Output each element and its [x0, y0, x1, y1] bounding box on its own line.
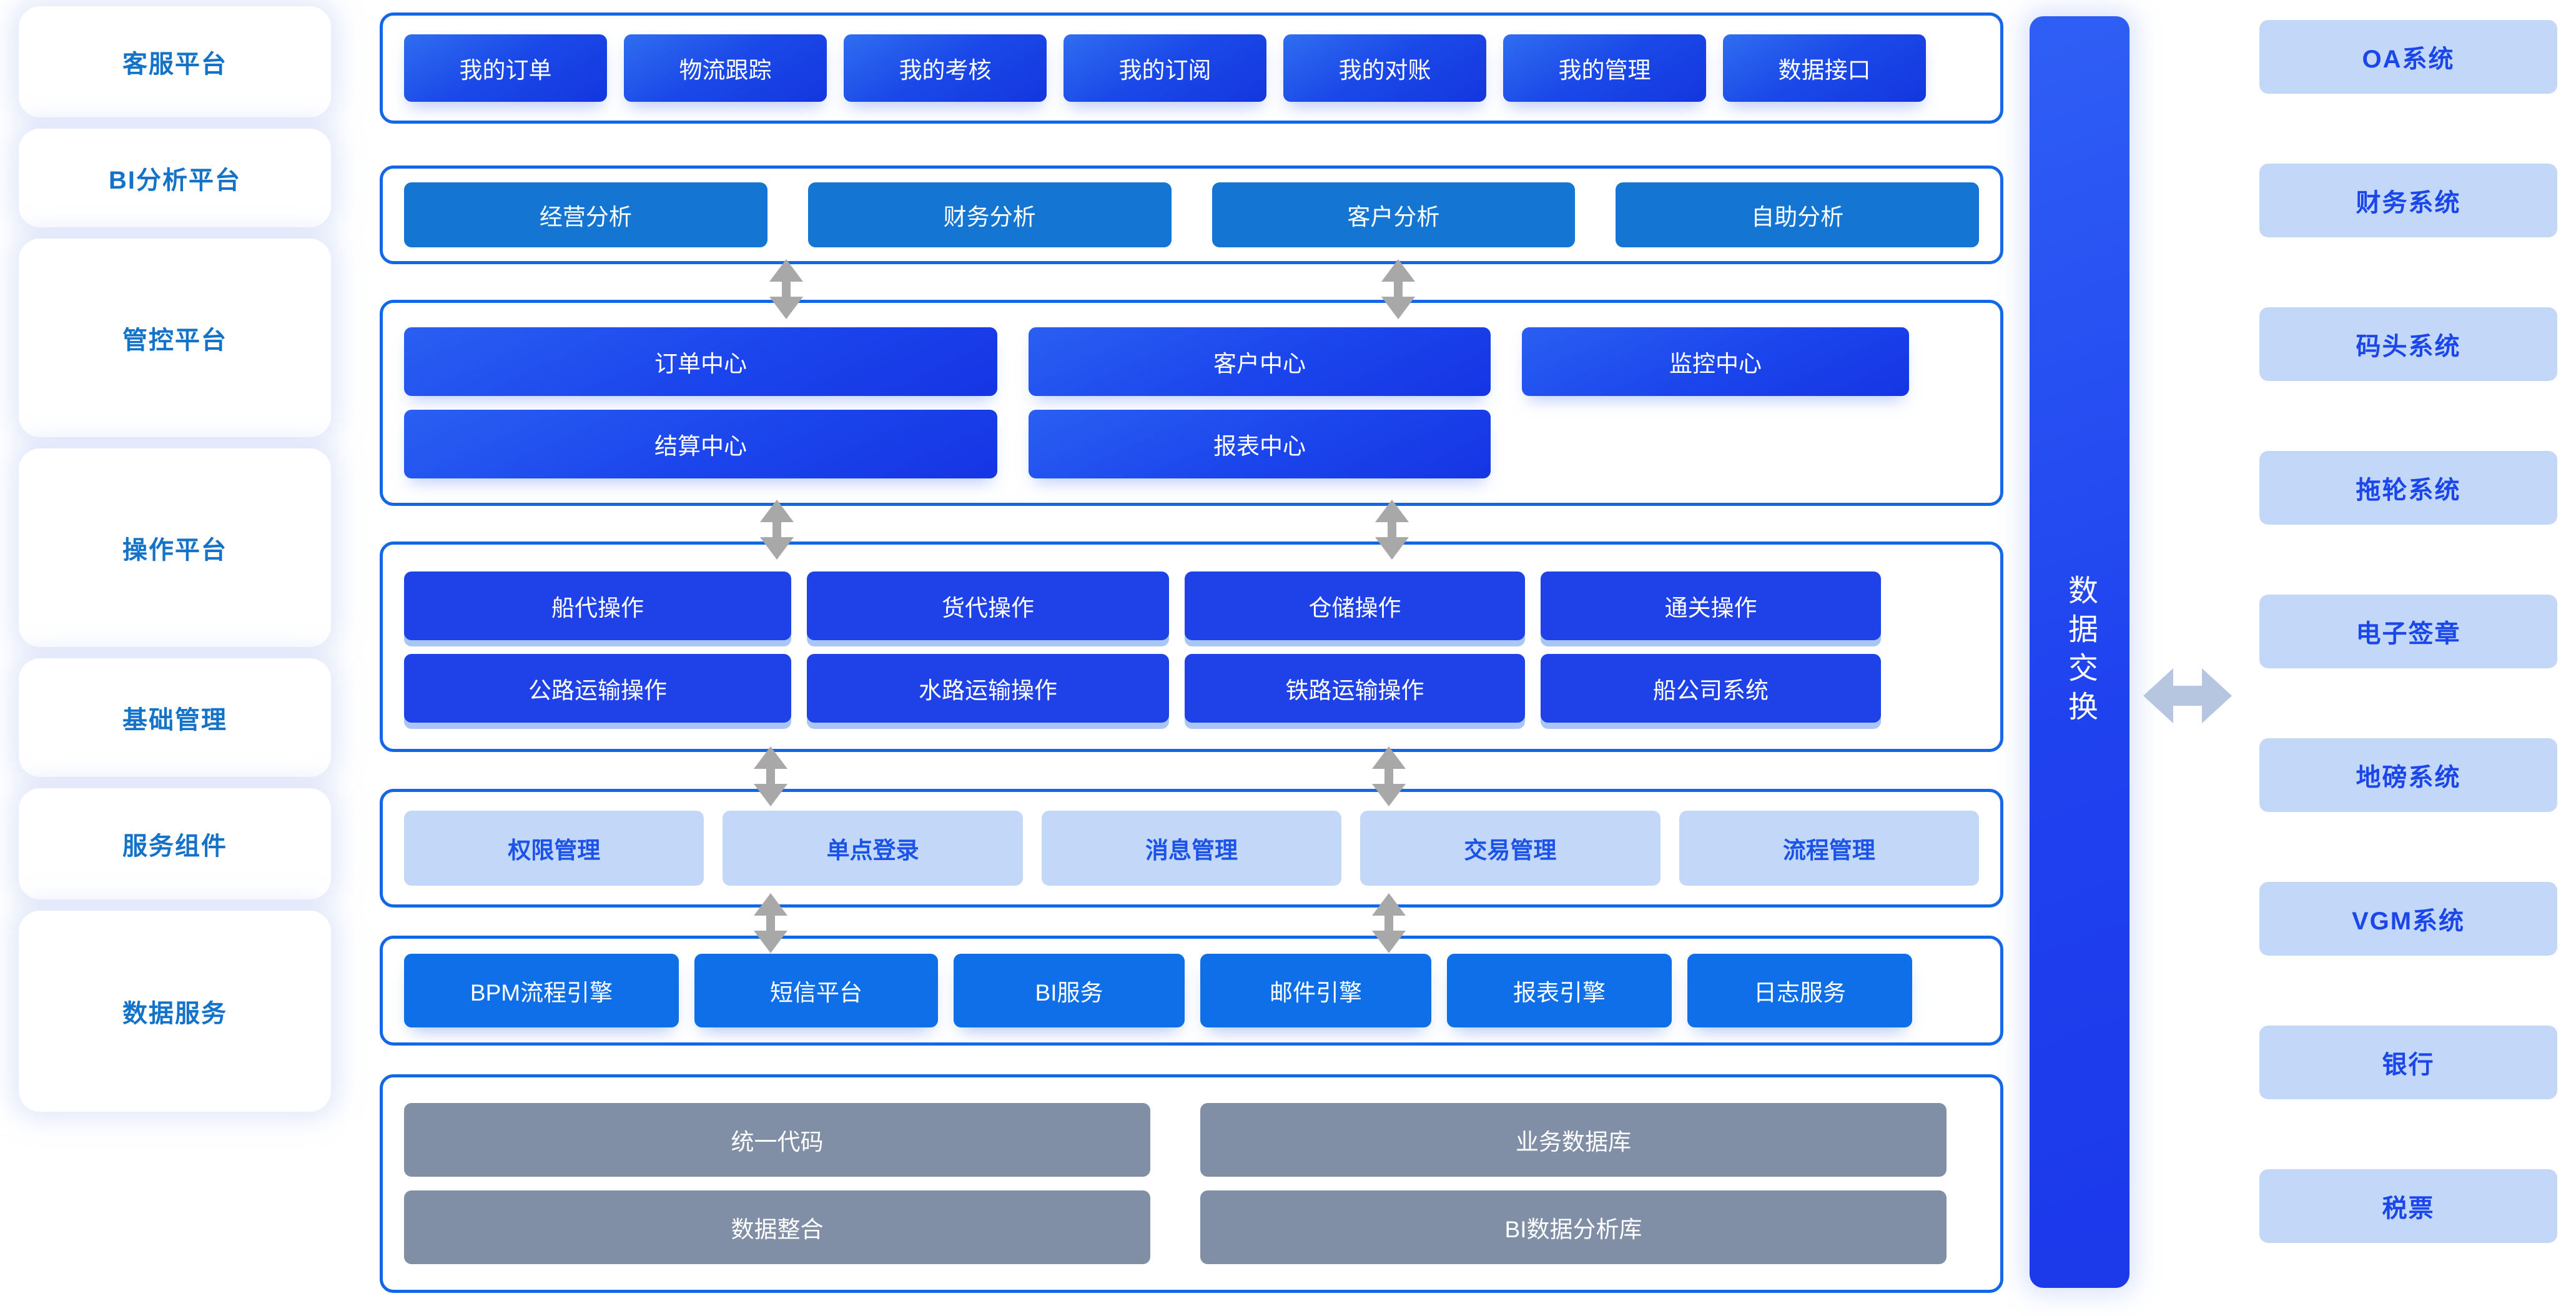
panel-row: 权限管理单点登录消息管理交易管理流程管理	[404, 811, 1980, 886]
module-box[interactable]: 我的订阅	[1063, 34, 1266, 102]
module-box[interactable]: 结算中心	[404, 410, 997, 478]
sidebar-item-3[interactable]: 操作平台	[19, 448, 331, 647]
module-box[interactable]: 货代操作	[807, 571, 1169, 640]
sidebar-item-2[interactable]: 管控平台	[19, 239, 331, 437]
panel-operation-platform: 船代操作货代操作仓储操作通关操作公路运输操作水路运输操作铁路运输操作船公司系统	[380, 542, 2003, 752]
panel-row: 公路运输操作水路运输操作铁路运输操作船公司系统	[404, 653, 1979, 723]
platform-panels-container: 我的订单物流跟踪我的考核我的订阅我的对账我的管理数据接口经营分析财务分析客户分析…	[380, 6, 2003, 1312]
panel-control-platform: 订单中心客户中心监控中心结算中心报表中心	[380, 300, 2003, 506]
module-box[interactable]: 仓储操作	[1185, 571, 1525, 640]
panel-row: 经营分析财务分析客户分析自助分析	[404, 182, 1979, 247]
external-system-1[interactable]: 财务系统	[2259, 164, 2557, 237]
sidebar-item-4[interactable]: 基础管理	[19, 658, 331, 777]
module-box[interactable]: BPM流程引擎	[404, 954, 679, 1027]
external-system-0[interactable]: OA系统	[2259, 20, 2557, 94]
module-box[interactable]: 交易管理	[1360, 811, 1661, 886]
data-exchange-label: 数据交换	[2063, 575, 2096, 730]
module-box[interactable]: 业务数据库	[1200, 1103, 1947, 1177]
external-system-2[interactable]: 码头系统	[2259, 307, 2557, 381]
double-arrow-horizontal-icon	[2143, 668, 2232, 723]
sidebar-item-label: 数据服务	[122, 1000, 227, 1027]
module-box[interactable]: 消息管理	[1041, 811, 1342, 886]
panel-row: 统一代码业务数据库	[404, 1103, 1979, 1177]
module-box[interactable]: 我的对账	[1283, 34, 1486, 102]
panel-basic-management: 权限管理单点登录消息管理交易管理流程管理	[380, 789, 2003, 908]
external-system-8[interactable]: 税票	[2259, 1169, 2557, 1243]
external-systems-column: OA系统财务系统码头系统拖轮系统电子签章地磅系统 VGM系统银行税票	[2259, 6, 2557, 1312]
module-box[interactable]: 日志服务	[1687, 954, 1912, 1027]
module-box[interactable]: 财务分析	[807, 182, 1172, 247]
double-arrow-vertical-icon	[1375, 500, 1409, 560]
module-box[interactable]: 短信平台	[694, 954, 938, 1027]
sidebar-item-label: 管控平台	[122, 327, 227, 354]
module-box[interactable]: 权限管理	[404, 811, 704, 886]
module-box[interactable]: 我的订单	[404, 34, 607, 102]
double-arrow-vertical-icon	[754, 893, 787, 953]
module-box[interactable]: 监控中心	[1522, 327, 1909, 396]
double-arrow-vertical-icon	[760, 500, 794, 560]
double-arrow-vertical-icon	[754, 746, 787, 806]
double-arrow-vertical-icon	[1381, 259, 1415, 319]
panel-customer-service-platform: 我的订单物流跟踪我的考核我的订阅我的对账我的管理数据接口	[380, 12, 2003, 124]
module-box[interactable]: 经营分析	[404, 182, 767, 247]
module-box[interactable]: 船代操作	[404, 571, 791, 640]
module-box[interactable]: 铁路运输操作	[1185, 653, 1525, 723]
module-box[interactable]: 单点登录	[723, 811, 1023, 886]
module-box[interactable]: BI数据分析库	[1200, 1190, 1947, 1264]
module-box[interactable]: 水路运输操作	[807, 653, 1169, 723]
sidebar-item-5[interactable]: 服务组件	[19, 788, 331, 899]
data-exchange-bar[interactable]: 数据交换	[2030, 16, 2129, 1288]
module-box[interactable]: 统一代码	[404, 1103, 1150, 1177]
module-box[interactable]: 报表引擎	[1447, 954, 1672, 1027]
panel-data-service: 统一代码业务数据库数据整合 BI数据分析库	[380, 1074, 2003, 1293]
module-box[interactable]: 客户分析	[1212, 182, 1576, 247]
panel-row: 我的订单物流跟踪我的考核我的订阅我的对账我的管理数据接口	[404, 34, 1979, 102]
module-box[interactable]: 船公司系统	[1541, 653, 1881, 723]
sidebar-item-label: 操作平台	[122, 537, 227, 564]
double-arrow-vertical-icon	[1372, 746, 1406, 806]
module-box[interactable]: 报表中心	[1029, 410, 1491, 478]
panel-row: 数据整合 BI数据分析库	[404, 1190, 1979, 1264]
external-system-7[interactable]: 银行	[2259, 1026, 2557, 1099]
sidebar-item-label: 基础管理	[122, 706, 227, 734]
external-system-3[interactable]: 拖轮系统	[2259, 451, 2557, 525]
module-box[interactable]: 我的管理	[1503, 34, 1706, 102]
panel-row: 船代操作货代操作仓储操作通关操作	[404, 571, 1979, 640]
double-arrow-vertical-icon	[769, 259, 803, 319]
external-system-4[interactable]: 电子签章	[2259, 595, 2557, 668]
module-box[interactable]: 邮件引擎	[1200, 954, 1431, 1027]
sidebar-item-1[interactable]: BI分析平台	[19, 129, 331, 227]
external-system-5[interactable]: 地磅系统	[2259, 738, 2557, 812]
sidebar-item-6[interactable]: 数据服务	[19, 911, 331, 1112]
module-box[interactable]: 数据整合	[404, 1190, 1150, 1264]
panel-bi-analysis-platform: 经营分析财务分析客户分析自助分析	[380, 166, 2003, 264]
external-system-6[interactable]: VGM系统	[2259, 882, 2557, 956]
module-box[interactable]: 公路运输操作	[404, 653, 791, 723]
module-box[interactable]: 我的考核	[844, 34, 1047, 102]
double-arrow-vertical-icon	[1372, 893, 1406, 953]
sidebar-item-label: 客服平台	[122, 51, 227, 78]
module-box[interactable]: 自助分析	[1616, 182, 1979, 247]
sidebar-item-label: BI分析平台	[109, 167, 241, 194]
sidebar-item-label: 服务组件	[122, 833, 227, 860]
panel-row: 订单中心客户中心监控中心	[404, 327, 1979, 396]
layer-label-sidebar: 客服平台 BI分析平台管控平台操作平台基础管理服务组件数据服务	[19, 6, 331, 1309]
module-box[interactable]: 通关操作	[1541, 571, 1881, 640]
module-box[interactable]: 流程管理	[1679, 811, 1980, 886]
module-box[interactable]: 数据接口	[1723, 34, 1926, 102]
module-box[interactable]: 客户中心	[1029, 327, 1491, 396]
module-box[interactable]: 物流跟踪	[624, 34, 827, 102]
module-box[interactable]: BI服务	[954, 954, 1185, 1027]
module-box[interactable]: 订单中心	[404, 327, 997, 396]
panel-row: 结算中心报表中心	[404, 410, 1979, 478]
sidebar-item-0[interactable]: 客服平台	[19, 6, 331, 117]
